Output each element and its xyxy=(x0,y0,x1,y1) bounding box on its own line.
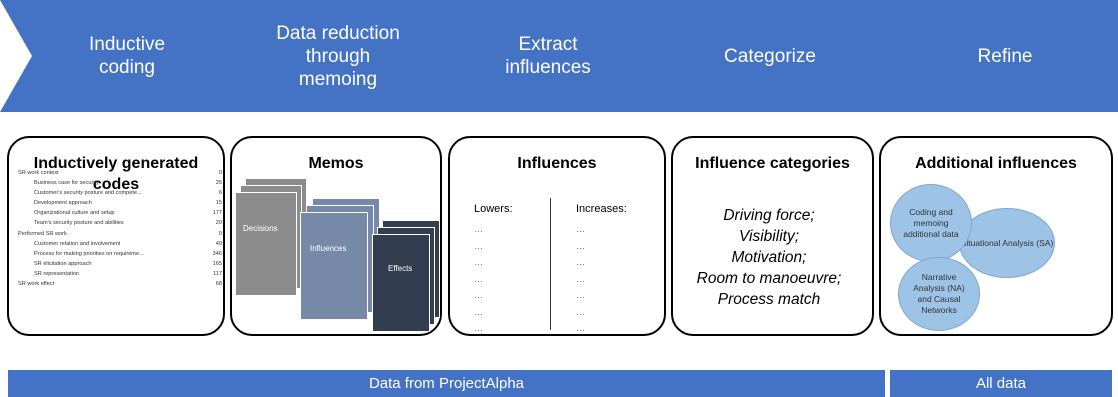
tree-row[interactable]: Performed SR work 0 xyxy=(14,229,222,239)
influence-placeholder: … xyxy=(576,257,585,267)
influence-placeholder: … xyxy=(474,240,483,251)
tree-row-label: Organizational culture and setup xyxy=(34,210,115,217)
influence-placeholder: … xyxy=(474,290,483,300)
chevron-step-3 xyxy=(416,0,672,112)
tree-row[interactable]: SR work context 0 xyxy=(14,168,222,178)
influences-box-title: Influences xyxy=(517,155,597,172)
category-item: Process match xyxy=(717,291,821,308)
tree-row-label: Process for making priorities on require… xyxy=(34,250,144,257)
influences-box: Influences xyxy=(448,136,666,336)
tree-row-count: 117 xyxy=(213,270,222,277)
categories-box: Influence categories xyxy=(671,136,874,336)
tree-row[interactable]: Customer's security posture and compete.… xyxy=(14,188,222,198)
tree-row[interactable]: Process for making priorities on require… xyxy=(14,249,222,259)
bar-all-data: All data xyxy=(890,370,1112,397)
codes-box-title: Inductively generated codes xyxy=(33,155,199,193)
tree-row-label: Customer relation and involvement xyxy=(34,240,121,247)
tree-row[interactable]: Team's security posture and abilities 20 xyxy=(14,218,222,228)
memos-box-title: Memos xyxy=(308,155,364,172)
memo-stack-influences: Influences xyxy=(300,198,380,320)
tree-row-label: Team's security posture and abilities xyxy=(34,220,124,227)
category-item: Motivation; xyxy=(731,249,807,266)
tree-row[interactable]: Organizational culture and setup 177 xyxy=(14,208,222,218)
tree-row-label: Performed SR work xyxy=(18,230,67,237)
tree-row-count: 15 xyxy=(215,200,222,207)
tree-row-count: 49 xyxy=(215,240,222,247)
memo-label-influences: Influences xyxy=(310,244,347,253)
influence-placeholder: … xyxy=(474,257,483,267)
tree-row[interactable]: Development approach 15 xyxy=(14,198,222,208)
category-item: Visibility; xyxy=(738,228,799,245)
category-item: Room to manoeuvre; xyxy=(696,270,842,287)
tree-row-label: SR work effect xyxy=(18,281,55,288)
tree-row-count: 25 xyxy=(215,180,222,187)
step-label-extract-influences: Extract influences xyxy=(505,34,591,78)
chevron-step-5 xyxy=(858,0,1118,112)
influence-placeholder: … xyxy=(474,323,483,333)
column-divider xyxy=(550,198,551,330)
category-list: Driving force; Visibility; Motivation; R… xyxy=(674,205,864,310)
increases-list: … … … … … … … xyxy=(576,221,585,337)
memo-label-effects: Effects xyxy=(388,264,413,273)
influence-placeholder: … xyxy=(576,323,585,333)
tree-row-label: SR representation xyxy=(34,270,80,277)
influence-placeholder: … xyxy=(576,306,585,317)
lowers-list: … … … … … … … xyxy=(474,221,483,337)
tree-row-count: 68 xyxy=(215,281,222,288)
memo-label-decisions: Decisions xyxy=(243,224,278,233)
ellipse-narrative-analysis: Narrative Analysis (NA) and Causal Netwo… xyxy=(898,257,980,331)
chevron-step-4 xyxy=(638,0,892,112)
influence-placeholder: … xyxy=(474,306,483,317)
tree-row-label: Development approach xyxy=(34,200,92,207)
tree-row-label: Customer's security posture and compete.… xyxy=(34,190,142,197)
lowers-label: Lowers: xyxy=(474,203,513,215)
tree-row[interactable]: Customer relation and involvement 49 xyxy=(14,239,222,249)
chevron-step-1 xyxy=(0,0,252,112)
tree-row-count: 20 xyxy=(215,220,222,227)
categories-box-title: Influence categories xyxy=(695,155,850,172)
process-chevrons xyxy=(0,0,1118,112)
influence-placeholder: … xyxy=(576,273,585,284)
influence-placeholder: … xyxy=(474,224,483,234)
ellipse-situational-analysis: Situational Analysis (SA) xyxy=(959,208,1055,278)
additional-box-title: Additional influences xyxy=(915,155,1077,172)
codes-box: Inductively generated codes xyxy=(7,136,225,336)
tree-row-label: Business case for security xyxy=(34,180,99,187)
step-label-categorize: Categorize xyxy=(724,45,816,67)
memo-stack-effects: Effects xyxy=(372,220,440,332)
ellipse-coding-memoing: Coding and memoing additional data xyxy=(890,184,972,262)
memo-stack-decisions: Decisions xyxy=(235,178,307,296)
tree-row-count: 165 xyxy=(212,260,222,267)
influence-placeholder: … xyxy=(576,224,585,234)
step-label-data-reduction: Data reduction through memoing xyxy=(276,22,400,90)
tree-row-label: SR work context xyxy=(18,170,59,176)
chevron-step-2 xyxy=(218,0,450,112)
step-label-refine: Refine xyxy=(977,45,1033,67)
influence-placeholder: … xyxy=(474,273,483,284)
tree-row-count: 177 xyxy=(212,210,222,217)
tree-row-count: 6 xyxy=(218,190,222,197)
increases-label: Increases: xyxy=(576,203,627,215)
tree-row[interactable]: SR elicitation approach 165 xyxy=(14,259,222,269)
influence-placeholder: … xyxy=(576,240,585,251)
tree-row-label: SR elicitation approach xyxy=(34,260,92,267)
tree-row-count: 0 xyxy=(218,230,222,237)
tree-row[interactable]: SR work effect 68 xyxy=(14,279,222,289)
tree-row-count: 346 xyxy=(212,250,222,257)
bar-data-from-projectalpha: Data from ProjectAlpha xyxy=(8,370,885,397)
tree-row[interactable]: SR representation 117 xyxy=(14,269,222,279)
influence-placeholder: … xyxy=(576,290,585,300)
category-item: Driving force; xyxy=(723,207,815,224)
step-label-inductive-coding: Inductive coding xyxy=(88,34,166,78)
tree-row-count: 0 xyxy=(218,170,222,176)
tree-row[interactable]: Business case for security 25 xyxy=(14,178,222,188)
